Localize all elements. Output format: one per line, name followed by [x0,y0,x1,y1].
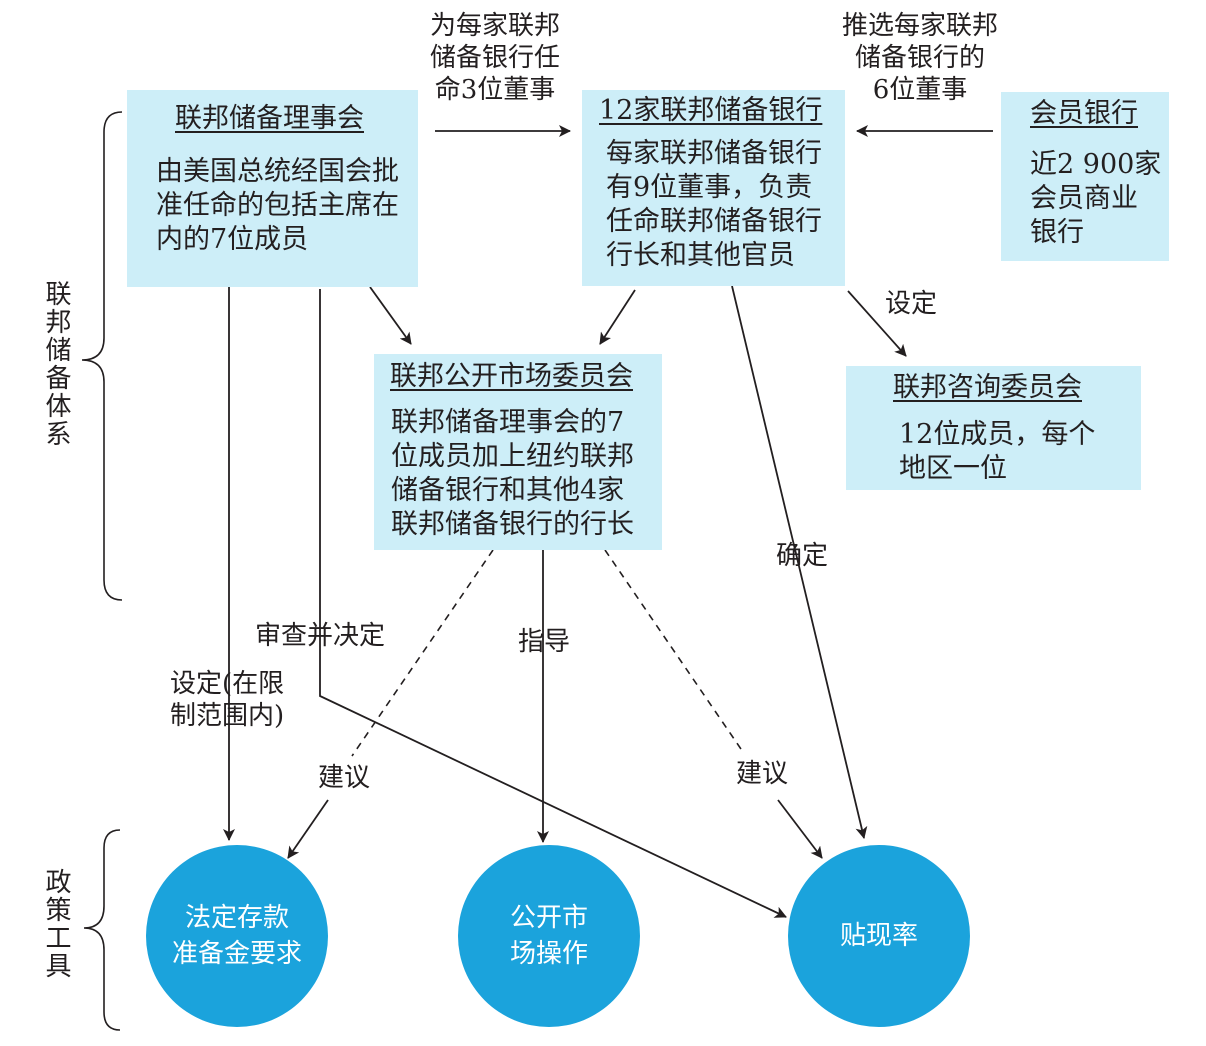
brace-federal-reserve [81,111,123,601]
label-appoint-line-2: 储备银行任 [430,43,561,73]
fomc-line-3: 储备银行和其他4家 [391,475,625,506]
board-line-2: 准任命的包括主席在 [156,190,399,221]
member-banks-box [1001,92,1169,261]
fomc-title: 联邦公开市场委员会 [390,361,633,392]
policy-tools-label: 政策工具 [41,868,71,980]
reserve-requirements-line-2: 准备金要求 [171,939,302,969]
arrow-recommend-left [287,799,329,859]
reserve-banks-box [582,90,845,286]
brace-policy-tools [83,829,121,1031]
label-elect-line-2: 储备银行的 [855,43,986,73]
advisory-line-2: 地区一位 [899,453,1007,484]
label-appoint-3-directors: 为每家联邦 储备银行任 命3位董事 [430,10,560,106]
board-of-governors-box [127,90,418,287]
reserve-requirements-line-1: 法定存款 [184,903,289,933]
open-market-line-2: 场操作 [509,939,588,969]
member-banks-line-2: 会员商业 [1030,183,1138,214]
board-line-3: 内的7位成员 [156,224,309,255]
label-confirm: 确定 [776,541,829,571]
member-banks-body: 近2 900家 会员商业 银行 [1030,148,1161,250]
board-of-governors-body: 由美国总统经国会批 准任命的包括主席在 内的7位成员 [156,155,399,257]
label-set-limits-line-1: 设定(在限 [170,669,285,699]
arrow-banks-to-fomc [599,289,636,345]
label-recommend-left: 建议 [318,763,371,793]
arrow-recommend-right [777,799,823,859]
member-banks-line-3: 银行 [1030,217,1084,248]
label-set-within-limits: 设定(在限 制范围内) [170,668,284,732]
fomc-line-1: 联邦储备理事会的7 [391,407,625,438]
label-appoint-line-1: 为每家联邦 [430,11,561,41]
arrow-board-review-to-discount [319,289,787,918]
open-market-operations-circle: 公开市 场操作 [458,845,640,1027]
reserve-banks-title: 12家联邦储备银行 [599,95,823,126]
discount-rate-line-1: 贴现率 [839,921,918,951]
advisory-council-box [846,366,1141,490]
reserve-banks-line-4: 行长和其他官员 [606,240,795,271]
advisory-council-title: 联邦咨询委员会 [893,372,1082,403]
advisory-council-body: 12位成员，每个 地区一位 [899,418,1095,486]
board-of-governors-title: 联邦储备理事会 [175,103,364,134]
reserve-requirements-circle: 法定存款 准备金要求 [146,845,328,1027]
label-direct: 指导 [518,627,571,657]
label-set-limits-line-2: 制范围内) [170,701,285,731]
fomc-line-4: 联邦储备银行的行长 [391,509,634,540]
label-elect-6-directors: 推选每家联邦 储备银行的 6位董事 [842,10,998,106]
dashed-fomc-recommend-left [351,549,494,757]
label-review-decide: 审查并决定 [255,621,386,651]
label-elect-line-1: 推选每家联邦 [842,11,999,41]
reserve-banks-line-3: 任命联邦储备银行 [606,206,822,237]
reserve-banks-line-1: 每家联邦储备银行 [606,138,822,169]
reserve-banks-line-2: 有9位董事，负责 [606,172,813,203]
member-banks-line-1: 近2 900家 [1030,149,1162,180]
reserve-banks-body: 每家联邦储备银行 有9位董事，负责 任命联邦储备银行 行长和其他官员 [606,137,822,273]
federal-reserve-system-label: 联邦储备体系 [41,280,71,448]
open-market-line-1: 公开市 [509,903,588,933]
label-appoint-line-3: 命3位董事 [434,75,556,105]
label-elect-line-3: 6位董事 [872,75,968,105]
dashed-fomc-recommend-right [604,549,744,753]
arrow-banks-to-discount [731,285,868,839]
arrow-banks-to-advisory [847,290,907,357]
fomc-body: 联邦储备理事会的7 位成员加上纽约联邦 储备银行和其他4家 联邦储备银行的行长 [391,406,634,542]
label-recommend-right: 建议 [736,759,789,789]
board-line-1: 由美国总统经国会批 [156,156,399,187]
fomc-line-2: 位成员加上纽约联邦 [391,441,634,472]
advisory-line-1: 12位成员，每个 [899,419,1096,450]
fomc-box [374,354,662,550]
member-banks-title: 会员银行 [1030,98,1138,129]
discount-rate-circle: 贴现率 [788,845,970,1027]
arrow-board-to-fomc [369,286,412,345]
label-set-advisory: 设定 [885,289,938,319]
